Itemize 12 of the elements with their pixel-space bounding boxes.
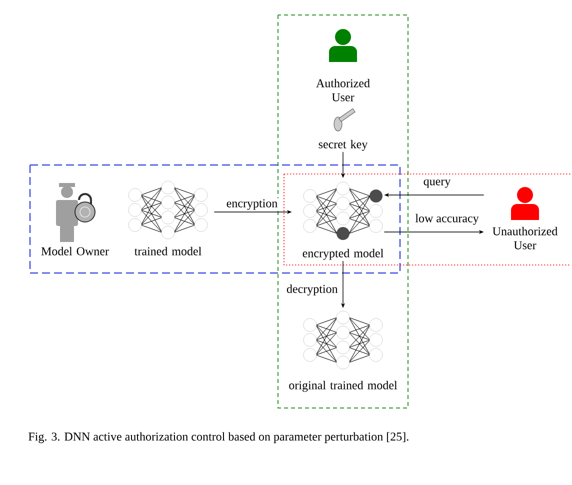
node-label: Unauthorized User xyxy=(492,226,558,250)
node-label: secret key xyxy=(318,140,368,151)
node-label: Authorized User xyxy=(316,78,370,102)
edge-label: query xyxy=(422,178,452,189)
edge-label: low accuracy xyxy=(414,212,480,226)
caption: Fig. 3. DNN active authorization control based on parameter perturbation [25]. xyxy=(28,432,408,444)
node-label: encrypted model xyxy=(302,248,384,260)
edge-label: decryption xyxy=(286,284,339,296)
edge-label: encryption xyxy=(225,198,279,211)
node-label: Model Owner xyxy=(41,246,109,256)
node-label: original trained model xyxy=(289,380,398,392)
node-label: trained model xyxy=(134,246,202,256)
